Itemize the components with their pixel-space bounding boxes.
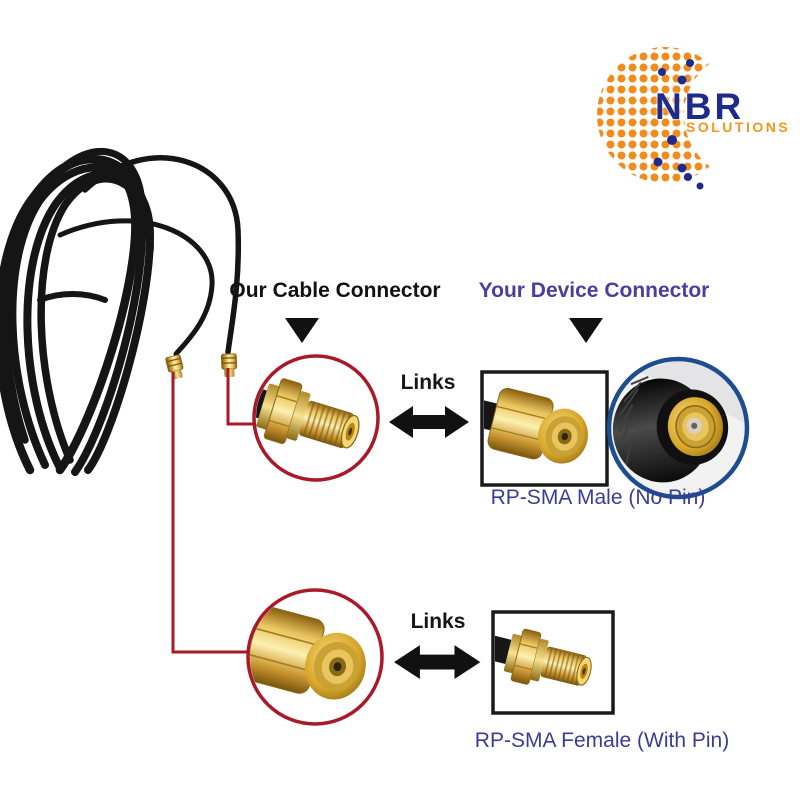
caption-rp-sma-male: RP-SMA Male (No Pin) <box>490 486 706 509</box>
your-device-connector-label: Your Device Connector <box>478 279 710 302</box>
links-arrow-icon <box>389 406 469 438</box>
links-label-bottom: Links <box>410 610 466 633</box>
logo-tagline-text: SOLUTIONS <box>686 119 791 135</box>
logo-globe-icon <box>593 40 758 190</box>
blue-ring <box>606 356 750 500</box>
caption-rp-sma-female: RP-SMA Female (With Pin) <box>474 729 730 752</box>
red-highlight-circle-top <box>252 354 380 482</box>
red-callout-lines <box>171 368 255 654</box>
pointer-down-icon <box>285 318 319 343</box>
our-cable-connector-label: Our Cable Connector <box>229 279 441 302</box>
logo-brand-text: NBR <box>655 86 745 127</box>
our-connector-photo-top <box>256 358 376 478</box>
our-connector-photo-bottom <box>250 592 380 722</box>
pointer-down-icon <box>569 318 603 343</box>
device-port-photo <box>611 361 745 495</box>
links-label-top: Links <box>400 371 456 394</box>
cable-tip-connector <box>164 353 186 381</box>
coiled-cable <box>0 148 242 476</box>
red-highlight-circle-bottom <box>246 588 384 726</box>
links-arrow-icon <box>394 645 481 680</box>
